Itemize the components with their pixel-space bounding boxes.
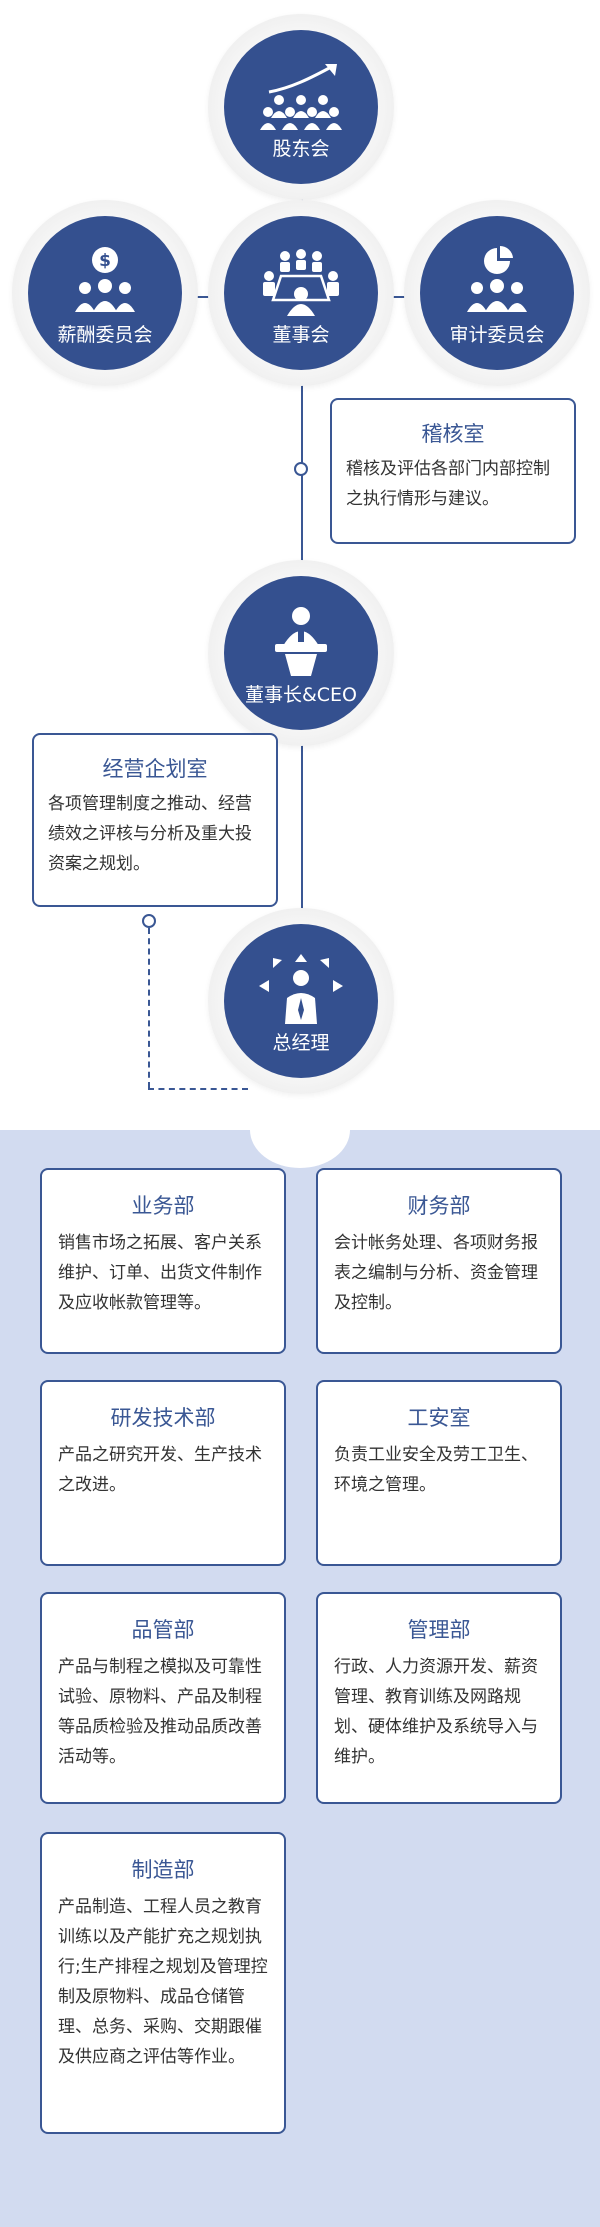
node-board: 董事会 [208, 200, 394, 386]
node-audit-committee-label: 审计委员会 [449, 323, 545, 346]
meeting-table-icon [263, 248, 339, 316]
dollar-group-icon: $ [75, 246, 135, 312]
dept-card-rnd: 研发技术部 产品之研究开发、生产技术之改进。 [40, 1380, 286, 1566]
podium-speaker-icon [275, 606, 327, 676]
node-chairman-label: 董事长&CEO [244, 683, 358, 706]
node-board-label: 董事会 [272, 323, 330, 346]
dept-desc: 行政、人力资源开发、薪资管理、教育训练及网路规划、硬体维护及系统导入与维护。 [334, 1657, 538, 1767]
dept-card-management: 管理部 行政、人力资源开发、薪资管理、教育训练及网路规划、硬体维护及系统导入与维… [316, 1592, 562, 1804]
connector-chairman-gm [301, 720, 303, 935]
node-audit-committee: 审计委员会 [404, 200, 590, 386]
planning-dashed-vertical [148, 928, 150, 1088]
audit-office-title: 稽核室 [421, 422, 485, 446]
node-compensation-label: 薪酬委员会 [57, 323, 153, 346]
dept-card-finance: 财务部 会计帐务处理、各项财务报表之编制与分析、资金管理及控制。 [316, 1168, 562, 1354]
dept-title: 研发技术部 [110, 1406, 216, 1430]
node-chairman: 董事长&CEO [208, 560, 394, 746]
dept-title: 制造部 [131, 1858, 195, 1882]
dept-card-safety: 工安室 负责工业安全及劳工卫生、环境之管理。 [316, 1380, 562, 1566]
dept-desc: 负责工业安全及劳工卫生、环境之管理。 [334, 1445, 538, 1495]
dept-card-quality: 品管部 产品与制程之模拟及可靠性试验、原物料、产品及制程等品质检验及推动品质改善… [40, 1592, 286, 1804]
dept-desc: 产品之研究开发、生产技术之改进。 [58, 1445, 262, 1495]
dept-card-sales: 业务部 销售市场之拓展、客户关系维护、订单、出货文件制作及应收帐款管理等。 [40, 1168, 286, 1354]
dept-desc: 产品制造、工程人员之教育训练以及产能扩充之规划执行;生产排程之规划及管理控制及原… [58, 1897, 268, 2067]
node-gm: 总经理 [208, 908, 394, 1094]
node-gm-label: 总经理 [272, 1031, 330, 1054]
planning-office-card: 经营企划室 各项管理制度之推动、经营绩效之评核与分析及重大投资案之规划。 [32, 733, 278, 907]
audit-office-desc: 稽核及评估各部门内部控制之执行情形与建议。 [346, 459, 550, 509]
node-shareholders: 股东会 [208, 14, 394, 200]
manager-arrows-icon [259, 953, 343, 1024]
dept-desc: 会计帐务处理、各项财务报表之编制与分析、资金管理及控制。 [334, 1233, 538, 1313]
dept-title: 业务部 [131, 1194, 195, 1218]
audience-growth-icon [260, 63, 342, 130]
dept-title: 财务部 [407, 1194, 471, 1218]
dept-title: 管理部 [407, 1618, 471, 1642]
audit-office-junction [294, 462, 308, 476]
node-shareholders-label: 股东会 [272, 137, 330, 160]
planning-office-title: 经营企划室 [102, 757, 208, 781]
dept-desc: 产品与制程之模拟及可靠性试验、原物料、产品及制程等品质检验及推动品质改善活动等。 [58, 1657, 262, 1767]
planning-office-desc: 各项管理制度之推动、经营绩效之评核与分析及重大投资案之规划。 [48, 794, 252, 874]
pie-chart-group-icon [467, 245, 527, 312]
audit-office-card: 稽核室 稽核及评估各部门内部控制之执行情形与建议。 [330, 398, 576, 544]
dept-desc: 销售市场之拓展、客户关系维护、订单、出货文件制作及应收帐款管理等。 [58, 1233, 262, 1313]
svg-text:$: $ [99, 251, 111, 271]
dept-card-manufacturing: 制造部 产品制造、工程人员之教育训练以及产能扩充之规划执行;生产排程之规划及管理… [40, 1832, 286, 2134]
node-compensation: $ 薪酬委员会 [12, 200, 198, 386]
planning-office-junction [142, 914, 156, 928]
dept-title: 工安室 [407, 1406, 471, 1430]
connector-board-chairman [301, 375, 303, 585]
planning-dashed-horizontal [148, 1088, 248, 1090]
dept-title: 品管部 [131, 1618, 195, 1642]
